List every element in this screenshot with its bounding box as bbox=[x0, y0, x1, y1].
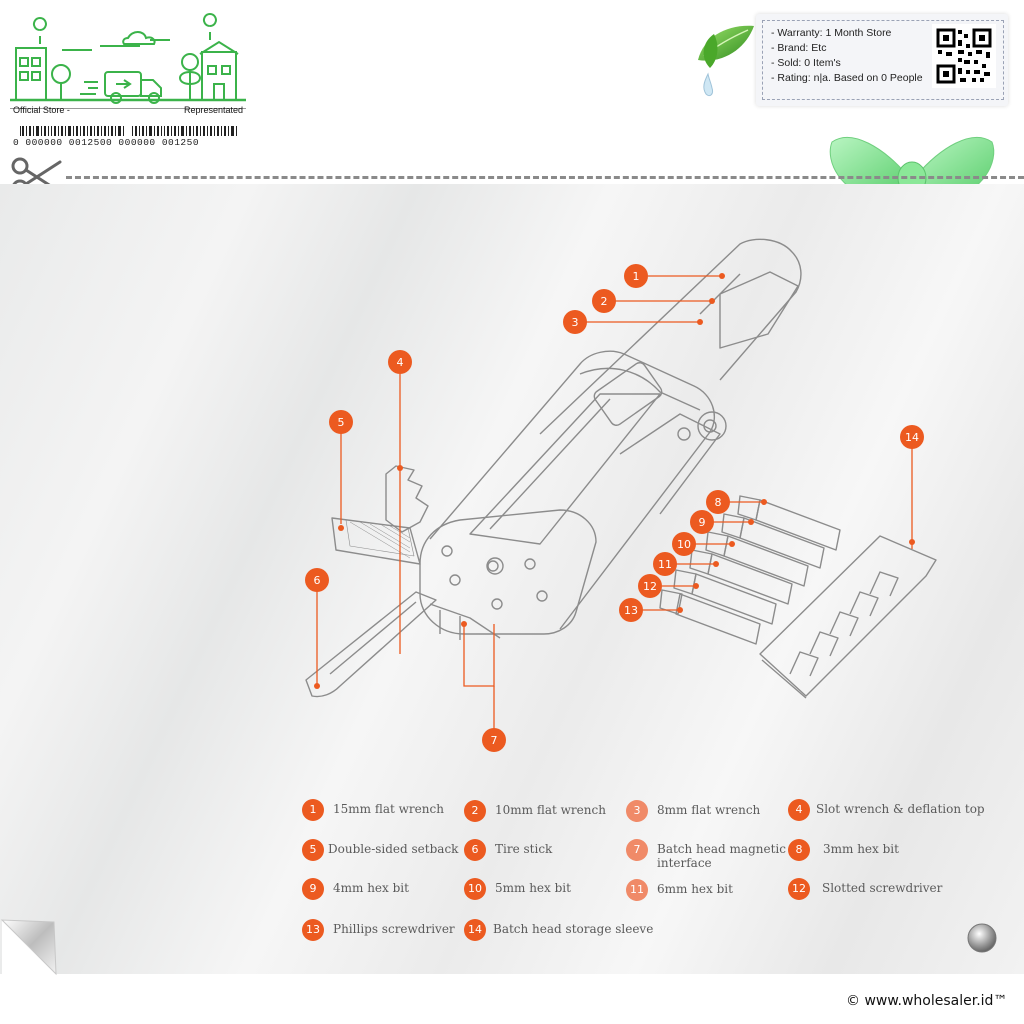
svg-text:7: 7 bbox=[491, 734, 498, 747]
legend-label: Slot wrench & deflation top bbox=[816, 802, 985, 816]
svg-text:13: 13 bbox=[624, 604, 638, 617]
sold-text: - Sold: 0 Item's bbox=[771, 57, 841, 69]
svg-text:5: 5 bbox=[338, 416, 345, 429]
legend-label: Phillips screwdriver bbox=[333, 922, 455, 936]
svg-text:1: 1 bbox=[633, 270, 640, 283]
callout-11: 11 bbox=[653, 552, 677, 576]
legend-label: Tire stick bbox=[495, 842, 553, 856]
legend-number: 1 bbox=[302, 799, 324, 821]
legend-label: 3mm hex bit bbox=[823, 842, 899, 856]
store-badge: Official Store - Representated 0 000000 … bbox=[10, 10, 246, 148]
legend-number: 3 bbox=[626, 800, 648, 822]
legend-label: Batch head magnetic interface bbox=[657, 842, 786, 870]
warranty-text: - Warranty: 1 Month Store bbox=[771, 27, 892, 39]
legend-number: 6 bbox=[464, 839, 486, 861]
callout-5: 5 bbox=[329, 410, 353, 434]
legend-label: 15mm flat wrench bbox=[333, 802, 444, 816]
callout-10: 10 bbox=[672, 532, 696, 556]
legend-number: 9 bbox=[302, 878, 324, 900]
product-info-card: - Warranty: 1 Month Store - Brand: Etc -… bbox=[756, 14, 1008, 106]
legend-label: 4mm hex bit bbox=[333, 881, 409, 895]
callout-3: 3 bbox=[563, 310, 587, 334]
legend-number: 10 bbox=[464, 878, 486, 900]
brand-text: - Brand: Etc bbox=[771, 42, 827, 54]
legend-label: 5mm hex bit bbox=[495, 881, 571, 895]
svg-text:10: 10 bbox=[677, 538, 691, 551]
callout-13: 13 bbox=[619, 598, 643, 622]
callout-7: 7 bbox=[482, 728, 506, 752]
callout-12: 12 bbox=[638, 574, 662, 598]
svg-text:6: 6 bbox=[314, 574, 321, 587]
multitool-diagram: 1 2 3 4 5 6 7 8 9 10 11 12 13 14 bbox=[305, 238, 937, 752]
legend-number: 13 bbox=[302, 919, 324, 941]
callout-8: 8 bbox=[706, 490, 730, 514]
callout-9: 9 bbox=[690, 510, 714, 534]
city-delivery-illustration bbox=[10, 13, 246, 136]
svg-text:4: 4 bbox=[397, 356, 404, 369]
legend-label: Double-sided setback bbox=[328, 842, 459, 856]
callout-1: 1 bbox=[624, 264, 648, 288]
cut-line bbox=[66, 176, 1024, 179]
legend-number: 11 bbox=[626, 879, 648, 901]
legend-number: 2 bbox=[464, 800, 486, 822]
callout-4: 4 bbox=[388, 350, 412, 374]
represented-label: Representated bbox=[183, 105, 243, 115]
legend-number: 14 bbox=[464, 919, 486, 941]
legend-label: Batch head storage sleeve bbox=[493, 922, 654, 936]
svg-text:2: 2 bbox=[601, 295, 608, 308]
product-diagram-panel bbox=[0, 184, 1024, 974]
rating-text: - Rating: n|a. Based on 0 People bbox=[771, 72, 923, 84]
svg-text:9: 9 bbox=[699, 516, 706, 529]
legend-label: Slotted screwdriver bbox=[822, 881, 943, 895]
legend-number: 8 bbox=[788, 839, 810, 861]
legend-label: 10mm flat wrench bbox=[495, 803, 606, 817]
qr-code-icon bbox=[932, 24, 996, 88]
legend-number: 12 bbox=[788, 878, 810, 900]
legend-number: 7 bbox=[626, 839, 648, 861]
callout-6: 6 bbox=[305, 568, 329, 592]
callout-14: 14 bbox=[900, 425, 924, 449]
svg-text:12: 12 bbox=[643, 580, 657, 593]
info-card-border: - Warranty: 1 Month Store - Brand: Etc -… bbox=[762, 20, 1004, 100]
barcode-number: 0 000000 0012500 000000 001250 bbox=[13, 137, 200, 148]
legend-label: 6mm hex bit bbox=[657, 882, 733, 896]
copyright-footer: © www.wholesaler.id™ bbox=[846, 993, 1008, 1009]
official-store-label: Official Store - bbox=[13, 105, 70, 115]
svg-text:3: 3 bbox=[572, 316, 579, 329]
leaf-icon bbox=[698, 25, 754, 97]
legend-number: 5 bbox=[302, 839, 324, 861]
legend-number: 4 bbox=[788, 799, 810, 821]
legend-label: 8mm flat wrench bbox=[657, 803, 761, 817]
metal-button-icon[interactable] bbox=[966, 922, 998, 954]
svg-text:14: 14 bbox=[905, 431, 919, 444]
svg-text:8: 8 bbox=[715, 496, 722, 509]
callout-2: 2 bbox=[592, 289, 616, 313]
svg-text:11: 11 bbox=[658, 558, 672, 571]
page-curl-icon bbox=[0, 919, 57, 976]
